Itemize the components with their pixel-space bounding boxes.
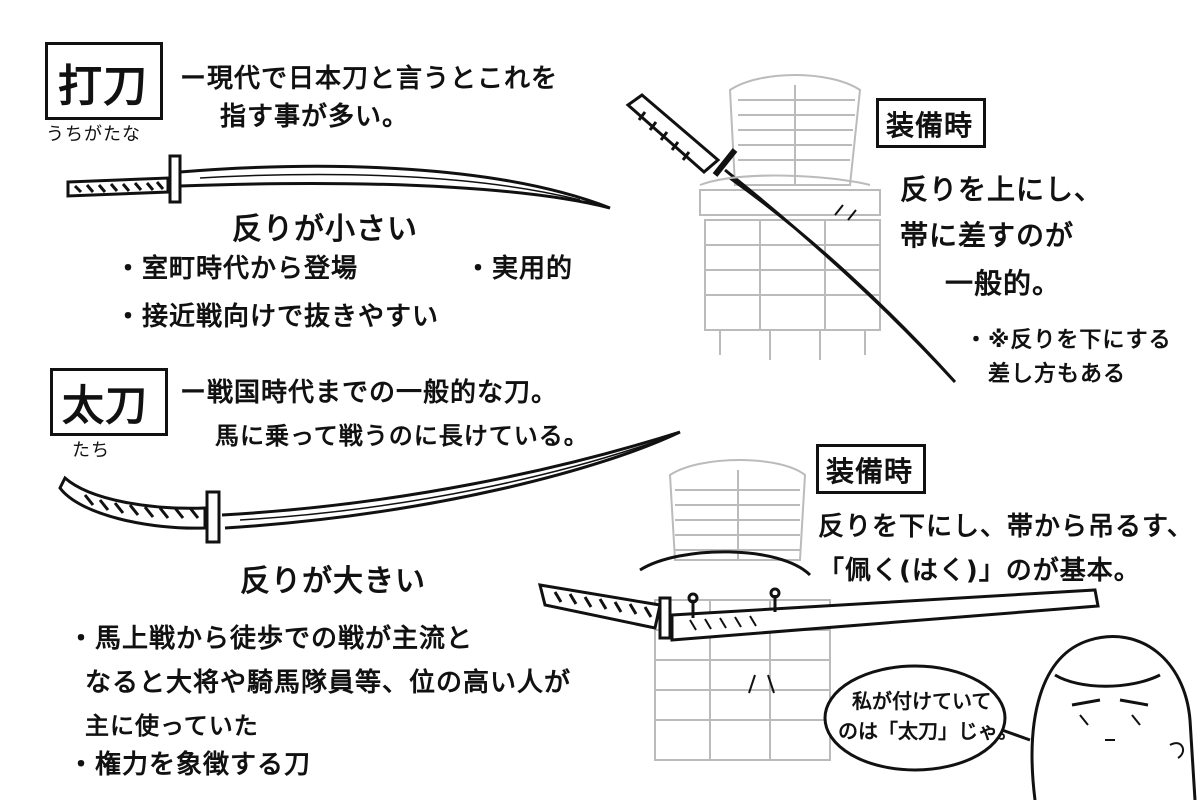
- equip-uchigatana-note1: ・※反りを下にする: [965, 322, 1172, 354]
- uchigatana-curve: 反りが小さい: [232, 204, 418, 248]
- tachi-bullet3: 主に使っていた: [85, 706, 259, 741]
- tachi-reading: たち: [72, 436, 110, 462]
- uchigatana-bullet1: ・室町時代から登場: [115, 248, 358, 285]
- uchigatana-title: 打刀: [58, 50, 148, 114]
- tachi-bullet1: ・馬上戦から徒歩での戦が主流と: [68, 618, 473, 655]
- equip-uchigatana-label: 装備時: [886, 104, 973, 144]
- uchigatana-bullet2: ・実用的: [465, 248, 573, 285]
- uchigatana-desc-line2: 指す事が多い。: [220, 96, 409, 133]
- girl-character-drawing: [1032, 637, 1195, 800]
- uchigatana-reading: うちがたな: [46, 120, 141, 146]
- equip-tachi-line1: 反りを下にし、帯から吊るす、: [818, 506, 1194, 543]
- equip-uchigatana-line3: 一般的。: [945, 262, 1061, 302]
- tachi-desc-line1: ー戦国時代までの一般的な刀。: [180, 372, 558, 409]
- uchigatana-bullet3: ・接近戦向けで抜きやすい: [115, 296, 439, 333]
- tachi-bullet2: なると大将や騎馬隊員等、位の高い人が: [85, 662, 571, 699]
- uchigatana-desc-line1: ー現代で日本刀と言うとこれを: [180, 58, 558, 95]
- armor-sketch-top: [700, 75, 880, 360]
- speech-line1: 私が付けていて: [852, 686, 991, 716]
- tachi-title: 太刀: [62, 372, 148, 433]
- uchigatana-sword: [68, 156, 610, 208]
- speech-line2: のは「太刀」じゃ。: [838, 716, 1018, 746]
- equip-tachi-line2: 「佩く(はく)」のが基本。: [818, 550, 1141, 587]
- equip-tachi-label: 装備時: [826, 450, 913, 490]
- equip-uchigatana-note2: 差し方もある: [988, 356, 1126, 388]
- equip-uchigatana-line2: 帯に差すのが: [900, 214, 1074, 254]
- tachi-curve: 反りが大きい: [240, 556, 426, 600]
- equip-uchigatana-line1: 反りを上にし、: [900, 168, 1103, 208]
- tachi-bullet4: ・権力を象徴する刀: [68, 744, 311, 781]
- tachi-desc-line2: 馬に乗って戦うのに長けている。: [215, 416, 589, 451]
